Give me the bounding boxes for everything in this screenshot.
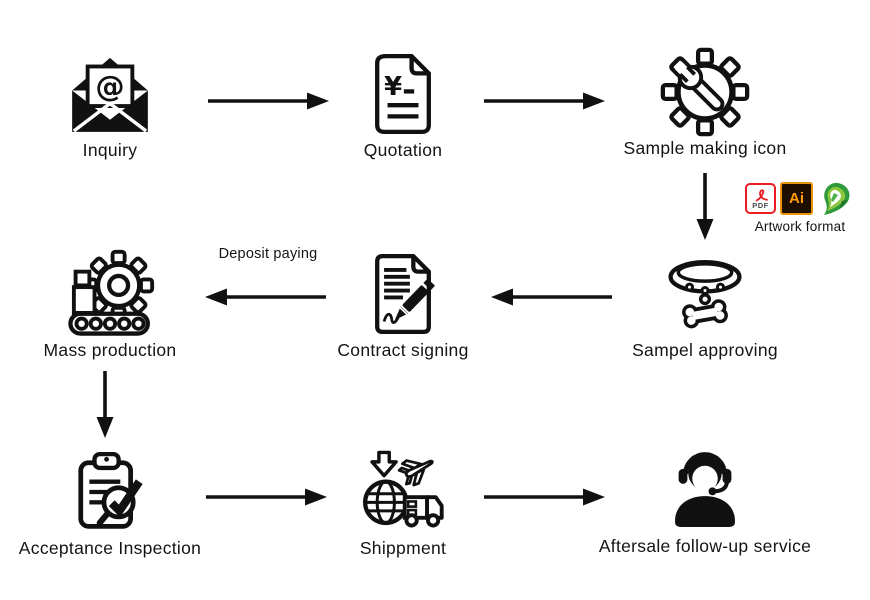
artwork-format-label: Artwork format: [754, 219, 846, 234]
deposit-paying-label: Deposit paying: [218, 246, 318, 262]
arrow-sampel-approving-to-contract-signing: [491, 288, 612, 306]
node-contract-signing: Contract signing: [293, 250, 513, 361]
document-pen-signature-icon: [360, 250, 446, 338]
node-inquiry: @ Inquiry: [0, 50, 220, 161]
artwork-format-group: PDF Ai Artwork format: [736, 182, 864, 234]
arrow-mass-production-to-acceptance-inspection: [96, 371, 114, 438]
node-label: Inquiry: [82, 140, 138, 160]
node-label: Sample making icon: [623, 138, 787, 158]
arrow-acceptance-inspection-to-shippment: [206, 488, 327, 506]
artwork-format-icons: PDF Ai: [745, 182, 855, 215]
dog-collar-bone-icon: [662, 250, 748, 338]
arrow-sample-making-to-sampel-approving: [696, 173, 714, 240]
node-label: Sampel approving: [632, 340, 778, 360]
email-envelope-icon: @: [67, 50, 153, 138]
arrow-quotation-to-sample-making: [484, 92, 605, 110]
node-mass-production: Mass production: [0, 249, 220, 361]
node-shippment: Shippment: [293, 448, 513, 559]
node-label: Shippment: [359, 538, 447, 558]
node-sample-making: Sample making icon: [595, 47, 815, 159]
node-label: Contract signing: [337, 340, 469, 360]
arrow-contract-signing-to-mass-production: [205, 288, 326, 306]
arrow-inquiry-to-quotation: [208, 92, 329, 110]
node-label: Aftersale follow-up service: [598, 536, 812, 556]
globe-plane-truck-icon: [355, 448, 451, 536]
price-document-icon: ¥: [360, 50, 446, 138]
svg-text:@: @: [95, 70, 124, 104]
gear-wrench-icon: [660, 47, 750, 137]
node-label: Mass production: [43, 340, 177, 360]
clipboard-magnifier-check-icon: [67, 448, 153, 536]
arrow-shippment-to-aftersale: [484, 488, 605, 506]
svg-text:¥: ¥: [384, 72, 402, 102]
node-sampel-approving: Sampel approving: [595, 250, 815, 361]
support-agent-headset-icon: [659, 446, 751, 534]
coreldraw-icon: [817, 182, 855, 215]
node-acceptance-inspection: Acceptance Inspection: [0, 448, 220, 559]
adobe-illustrator-icon: Ai: [780, 182, 813, 215]
gear-conveyor-icon: [67, 249, 155, 338]
pdf-file-icon: PDF: [745, 183, 776, 214]
node-aftersale: Aftersale follow-up service: [595, 446, 815, 557]
node-label: Acceptance Inspection: [18, 538, 202, 558]
node-quotation: ¥ Quotation: [293, 50, 513, 161]
node-label: Quotation: [363, 140, 443, 160]
